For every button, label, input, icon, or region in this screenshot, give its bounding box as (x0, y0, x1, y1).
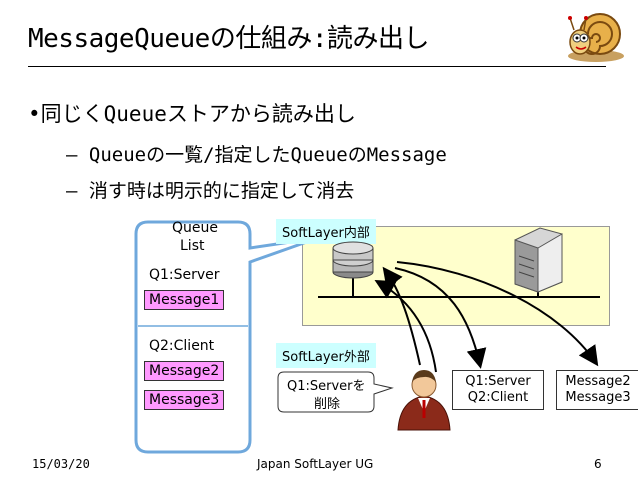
softlayer-inside-label: SoftLayer内部 (276, 219, 376, 244)
title-underline (28, 66, 606, 67)
user-person-icon (397, 370, 451, 431)
database-server-icon (332, 241, 374, 279)
bullet-main: •同じくQueueストアから読み出し (28, 102, 356, 126)
result-queue-list: Q1:Server Q2:Client (452, 370, 544, 410)
queue-q2-name: Q2:Client (149, 338, 215, 354)
queue-q2-message2: Message2 (144, 361, 225, 381)
result-message-line2: Message3 (565, 390, 631, 405)
delete-callout-line1: Q1:Serverを (287, 379, 366, 394)
result-message-line1: Message2 (565, 374, 631, 389)
bullet-sub-1: – Queueの一覧/指定したQueueのMessage (66, 144, 447, 166)
slide-title: MessageQueueの仕組み:読み出し (28, 24, 430, 54)
queue-q1-message1: Message1 (144, 290, 225, 310)
result-message-list: Message2 Message3 (556, 370, 638, 410)
footer-date: 15/03/20 (32, 457, 90, 471)
queue-q2-message3: Message3 (144, 390, 225, 410)
delete-callout-line2: 削除 (314, 397, 341, 412)
snail-mascot-logo (568, 13, 624, 62)
softlayer-outside-label: SoftLayer外部 (276, 343, 376, 368)
queue-q1-name: Q1:Server (149, 267, 220, 283)
tower-server-icon (514, 227, 563, 293)
footer-page-number: 6 (594, 457, 602, 471)
result-queue-line1: Q1:Server (465, 374, 531, 389)
bullet-sub-2: – 消す時は明示的に指定して消去 (66, 180, 355, 202)
queue-list-caption-line1: Queue (172, 220, 218, 236)
queue-list-caption-line2: List (180, 238, 205, 254)
footer-title: Japan SoftLayer UG (257, 457, 374, 471)
result-queue-line2: Q2:Client (467, 390, 529, 405)
